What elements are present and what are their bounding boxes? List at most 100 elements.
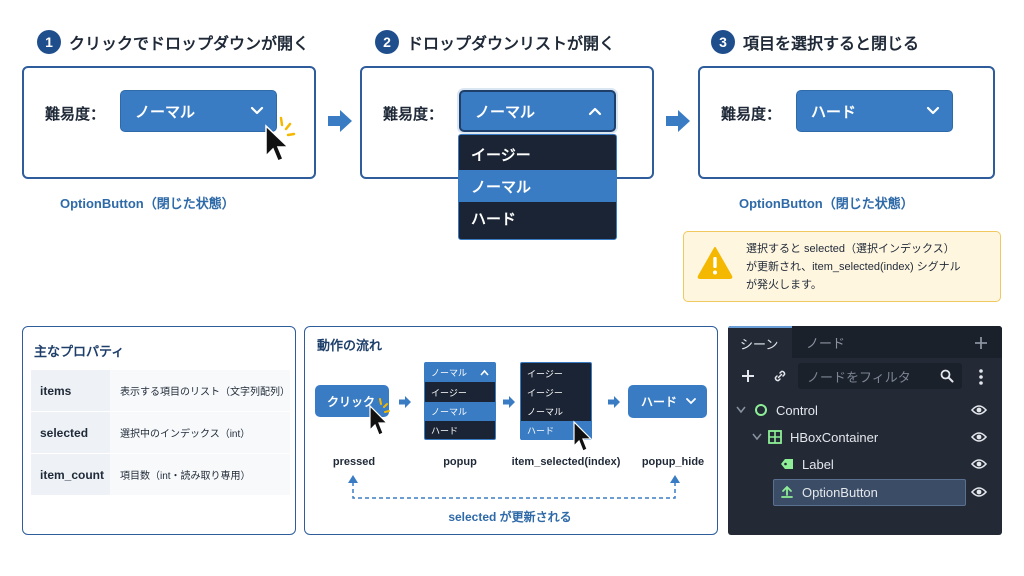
mini-popup-item: イージー	[431, 388, 467, 398]
chevron-down-icon	[250, 106, 264, 115]
mini-popup-header: ノーマル	[425, 363, 495, 382]
tree-row-hboxcontainer[interactable]: HBoxContainer	[752, 424, 992, 450]
chevron-up-icon	[480, 369, 489, 376]
visibility-eye-icon[interactable]	[971, 404, 987, 416]
property-row: item_count 項目数（int・読み取り専用）	[31, 454, 290, 495]
step-2-header: 2 ドロップダウンリストが開く	[375, 30, 615, 54]
dropdown-item[interactable]: イージー	[471, 146, 531, 164]
tree-row-label[interactable]: Label	[780, 451, 990, 477]
filter-input[interactable]: ノードをフィルタ	[798, 363, 962, 389]
property-row: items 表示する項目のリスト（文字列配列）	[31, 370, 290, 411]
step-number: 3	[711, 30, 735, 54]
expand-arrow-icon[interactable]	[752, 433, 762, 441]
chevron-down-icon	[686, 398, 696, 405]
flow-stage-label: pressed	[332, 456, 376, 468]
hboxcontainer-icon	[768, 430, 782, 444]
mini-popup-header-label: ノーマル	[431, 368, 468, 378]
property-value: 項目数（int・読み取り専用）	[110, 454, 290, 495]
node-name: OptionButton	[802, 484, 878, 500]
arrow-right-icon	[608, 396, 620, 408]
visibility-eye-icon[interactable]	[971, 431, 987, 443]
warning-line: 選択すると selected（選択インデックス）	[746, 243, 955, 255]
node-name: Label	[802, 456, 834, 472]
difficulty-label: 難易度：	[45, 106, 106, 123]
filter-placeholder: ノードをフィルタ	[807, 370, 911, 385]
flow-stage-label: item_selected(index)	[511, 456, 621, 468]
loop-dashed-arrow	[348, 475, 680, 499]
option-button-closed[interactable]: ノーマル	[120, 90, 277, 132]
option-button-open[interactable]: ノーマル	[459, 90, 616, 132]
flow-click-button[interactable]: クリック	[315, 385, 389, 417]
flow-stage-label: popup_hide	[641, 456, 705, 468]
warning-line: が発火します。	[746, 279, 822, 291]
search-icon	[940, 369, 954, 383]
add-node-icon[interactable]	[740, 368, 756, 384]
property-value: 表示する項目のリスト（文字列配列）	[110, 370, 290, 411]
flow-title: 動作の流れ	[317, 338, 383, 353]
cursor-icon	[573, 420, 593, 452]
chevron-up-icon	[588, 107, 602, 116]
expand-arrow-icon[interactable]	[736, 406, 746, 414]
flow-result-label: ハード	[641, 395, 678, 409]
warning-icon	[697, 247, 733, 279]
add-tab-icon[interactable]	[974, 336, 988, 350]
visibility-eye-icon[interactable]	[971, 486, 987, 498]
warning-line: が更新され、item_selected(index) シグナル	[746, 261, 961, 273]
property-value: 選択中のインデックス（int）	[110, 412, 290, 453]
option-button-value: ノーマル	[135, 103, 196, 121]
loop-caption: selected が更新される	[448, 510, 572, 524]
step-title: ドロップダウンリストが開く	[407, 36, 616, 53]
optionbutton-node-icon	[781, 485, 793, 498]
chevron-down-icon	[926, 106, 940, 115]
dropdown-item-selected[interactable]: ノーマル	[459, 170, 616, 202]
option-button-value: ノーマル	[475, 103, 536, 121]
arrow-right-icon	[328, 110, 352, 132]
control-node-icon	[755, 404, 767, 416]
difficulty-label: 難易度：	[721, 106, 782, 123]
flow-result-button[interactable]: ハード	[628, 385, 707, 418]
properties-title: 主なプロパティ	[34, 344, 125, 359]
difficulty-label: 難易度：	[383, 106, 444, 123]
flow-stage-label: popup	[443, 456, 477, 468]
option-button-caption: OptionButton（閉じた状態）	[60, 196, 235, 211]
cursor-click-icon	[265, 116, 296, 162]
property-key: selected	[31, 412, 110, 453]
step-3-header: 3 項目を選択すると閉じる	[711, 30, 919, 54]
node-name: HBoxContainer	[790, 429, 879, 445]
label-node-icon	[781, 459, 793, 469]
tree-row-optionbutton-selected[interactable]	[773, 479, 966, 506]
more-options-icon[interactable]	[978, 368, 984, 386]
step-title: 項目を選択すると閉じる	[743, 36, 920, 53]
link-icon[interactable]	[772, 368, 788, 384]
step-1-header: 1 クリックでドロップダウンが開く	[37, 30, 309, 54]
tab-node[interactable]: ノード	[806, 335, 846, 351]
mini-popup-item: ハード	[431, 426, 459, 436]
warning-box: 選択すると selected（選択インデックス） が更新され、item_sele…	[683, 231, 1001, 302]
mini-popup-item: イージー	[527, 369, 563, 379]
step-number: 1	[37, 30, 61, 54]
property-key: items	[31, 370, 110, 411]
flow-popup-1: ノーマル イージー ノーマル ハード	[424, 362, 496, 440]
flow-box	[304, 326, 718, 535]
dropdown-popup: イージー ノーマル ハード	[458, 134, 617, 240]
tree-row-control[interactable]: Control	[736, 397, 994, 423]
mini-popup-item: ノーマル	[527, 407, 564, 417]
visibility-eye-icon[interactable]	[971, 458, 987, 470]
node-name: Control	[776, 402, 818, 418]
option-button-caption: OptionButton（閉じた状態）	[739, 196, 914, 211]
step-number: 2	[375, 30, 399, 54]
tree-row-optionbutton[interactable]: OptionButton	[780, 479, 960, 505]
step-title: クリックでドロップダウンが開く	[69, 36, 310, 53]
tab-scene[interactable]: シーン	[728, 326, 792, 358]
scene-dock: シーン ノード ノードをフィルタ Control HBoxContainer L…	[728, 326, 1002, 535]
cursor-click-icon	[369, 398, 390, 436]
dropdown-item[interactable]: ハード	[471, 210, 517, 228]
option-button-value: ハード	[811, 103, 857, 121]
property-key: item_count	[31, 454, 110, 495]
mini-popup-item: イージー	[527, 388, 563, 398]
scene-tabs: シーン ノード	[728, 326, 1002, 358]
property-row: selected 選択中のインデックス（int）	[31, 412, 290, 453]
arrow-right-icon	[503, 396, 515, 408]
option-button-closed[interactable]: ハード	[796, 90, 953, 132]
mini-popup-item-selected: ノーマル	[425, 402, 495, 421]
